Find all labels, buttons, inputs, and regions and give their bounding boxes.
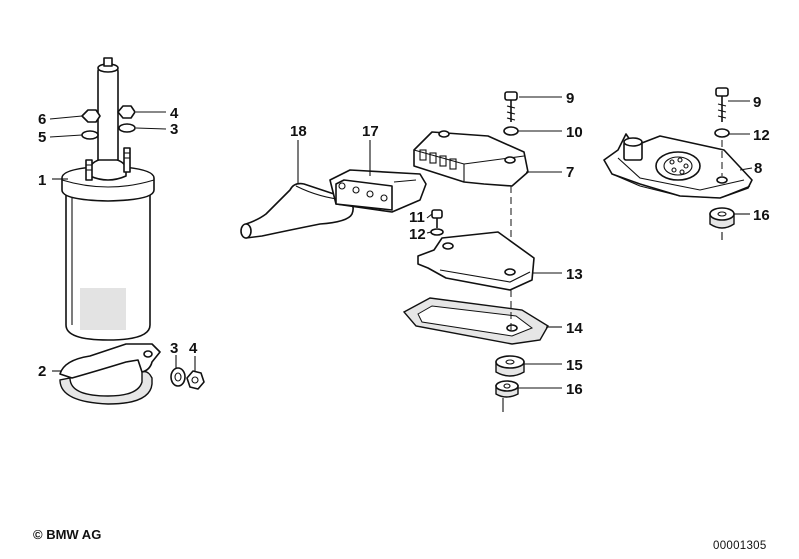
bracket-hardware [170,367,205,390]
copyright-notice: © BMW AG [33,527,102,542]
callout-14: 14 [566,320,583,337]
connector-plug [329,169,427,213]
callout-7: 7 [566,164,574,181]
callout-10: 10 [566,124,583,141]
callout-13: 13 [566,266,583,283]
control-unit-bolt [503,91,519,136]
control-unit [413,130,529,187]
callout-18: 18 [290,123,307,140]
callout-16: 16 [753,207,770,224]
callout-11: 11 [409,209,425,226]
callout-17: 17 [362,123,379,140]
plate-screw [430,209,444,236]
coil-terminal-hardware [81,105,136,140]
callout-8: 8 [754,160,762,177]
callout-1: 1 [38,172,46,189]
leader-lines [49,96,753,389]
callout-2: 2 [38,363,46,380]
rubber-mount-15 [495,355,525,377]
callout-3: 3 [170,121,178,138]
distributor-control-unit [603,133,753,199]
heat-sink-plate [417,231,535,291]
rubber-boot [240,182,354,239]
callout-6: 6 [38,111,46,128]
callout-9: 9 [753,94,761,111]
base-unit-bolt [714,87,730,138]
callout-9: 9 [566,90,574,107]
gasket [402,297,549,345]
callout-4: 4 [189,340,198,357]
ignition-coil [61,57,155,341]
callout-15: 15 [566,357,583,374]
rubber-mount-16 [495,380,519,412]
callout-labels: 1 2 3 3 4 4 5 6 7 8 9 9 10 11 12 12 13 1… [38,90,770,398]
callout-3: 3 [170,340,178,357]
diagram-reference-number: 00001305 [713,540,767,552]
coil-bracket [59,343,161,405]
callout-12: 12 [409,226,426,243]
callout-16: 16 [566,381,583,398]
rubber-mount-16-right [709,207,735,240]
callout-5: 5 [38,129,46,146]
callout-12: 12 [753,127,770,144]
callout-4: 4 [170,105,179,122]
